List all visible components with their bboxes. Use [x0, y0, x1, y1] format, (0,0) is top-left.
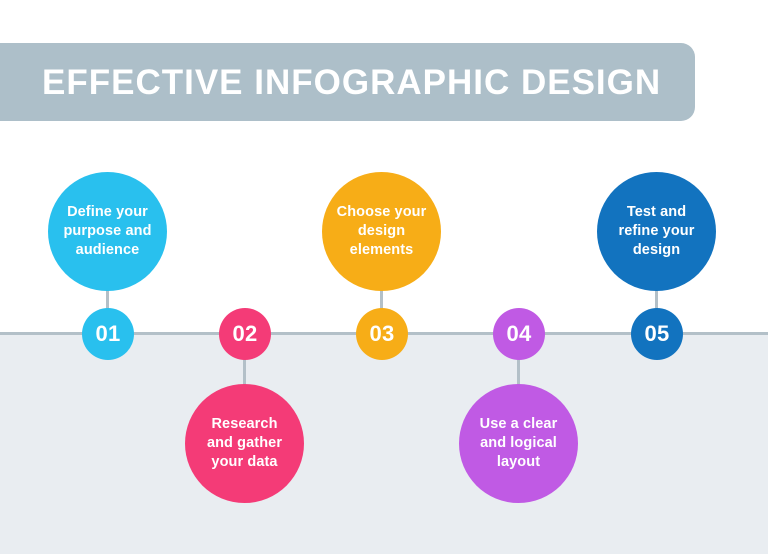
step-badge-number-02: 02 [232, 321, 258, 346]
step-badge-05[interactable]: 05 [631, 308, 683, 360]
step-badge-02[interactable]: 02 [219, 308, 271, 360]
step-badge-number-03: 03 [369, 321, 395, 346]
step-bubble-label-01: Define your purpose and audience [63, 203, 152, 259]
step-badge-03[interactable]: 03 [356, 308, 408, 360]
connector-stem-01 [106, 286, 109, 314]
connector-stem-04 [517, 355, 520, 386]
title-banner: EFFECTIVE INFOGRAPHIC DESIGN [0, 43, 695, 121]
step-badge-01[interactable]: 01 [82, 308, 134, 360]
step-bubble-label-05: Test and refine your design [618, 203, 695, 259]
step-bubble-02[interactable]: Research and gather your data [185, 384, 304, 503]
connector-stem-02 [243, 355, 246, 386]
page-title: EFFECTIVE INFOGRAPHIC DESIGN [42, 62, 662, 102]
connector-stem-05 [655, 286, 658, 314]
step-bubble-label-02: Research and gather your data [206, 415, 283, 471]
step-badge-number-01: 01 [95, 321, 121, 346]
connector-stem-03 [380, 286, 383, 314]
step-bubble-05[interactable]: Test and refine your design [597, 172, 716, 291]
lower-background-band [0, 335, 768, 554]
step-badge-04[interactable]: 04 [493, 308, 545, 360]
step-badge-number-04: 04 [506, 321, 532, 346]
step-bubble-01[interactable]: Define your purpose and audience [48, 172, 167, 291]
step-bubble-label-03: Choose your design elements [336, 203, 427, 259]
step-bubble-03[interactable]: Choose your design elements [322, 172, 441, 291]
step-badge-number-05: 05 [644, 321, 670, 346]
step-bubble-04[interactable]: Use a clear and logical layout [459, 384, 578, 503]
step-bubble-label-04: Use a clear and logical layout [479, 415, 558, 471]
